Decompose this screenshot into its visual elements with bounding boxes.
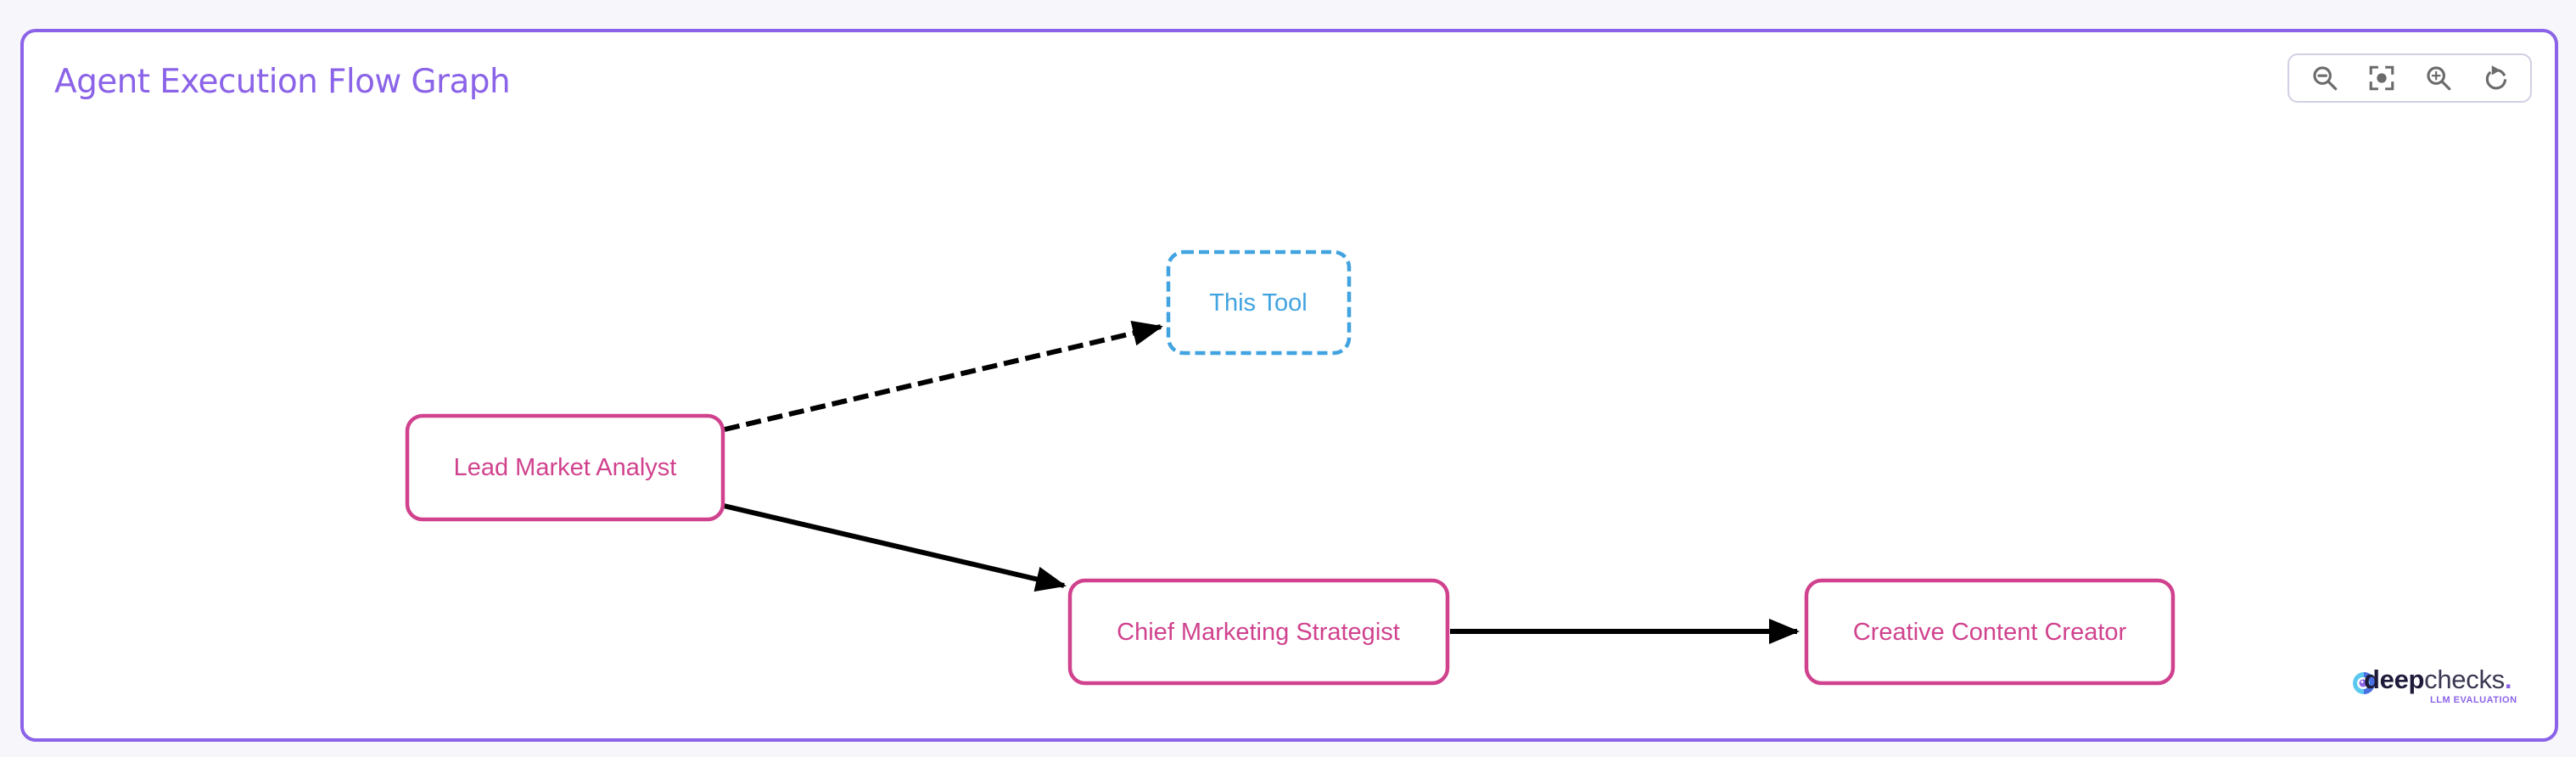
deepchecks-eye-icon	[2353, 672, 2375, 694]
panel-title: Agent Execution Flow Graph	[54, 63, 511, 101]
logo-word-deep: deep	[2364, 664, 2425, 694]
deepchecks-logo: deepchecks. LLM EVALUATION	[2335, 664, 2530, 709]
reset-rotate-icon	[2485, 65, 2506, 90]
logo-subtitle: LLM EVALUATION	[2430, 695, 2517, 705]
graph-toolbar	[2288, 53, 2532, 103]
edge-lead-to-tool	[724, 320, 1163, 432]
fit-view-button[interactable]	[2361, 58, 2402, 98]
node-label: Chief Marketing Strategist	[1117, 619, 1400, 646]
node-label: Creative Content Creator	[1853, 619, 2127, 646]
reset-button[interactable]	[2475, 58, 2516, 98]
node-label: Lead Market Analyst	[454, 454, 677, 481]
node-chief-marketing-strategist[interactable]: Chief Marketing Strategist	[1067, 578, 1450, 686]
focus-center-icon	[2369, 65, 2394, 91]
zoom-in-button[interactable]	[2418, 58, 2459, 98]
zoom-out-button[interactable]	[2304, 58, 2345, 98]
logo-wordmark: deepchecks.	[2364, 664, 2512, 695]
logo-word-checks: checks	[2424, 664, 2505, 694]
edge-lead-to-chief	[723, 503, 1067, 592]
logo-dot: .	[2504, 664, 2512, 694]
node-label: This Tool	[1209, 289, 1308, 317]
zoom-in-icon	[2426, 66, 2450, 91]
node-this-tool[interactable]: This Tool	[1166, 250, 1352, 356]
node-creative-content-creator[interactable]: Creative Content Creator	[1804, 578, 2176, 686]
zoom-out-icon	[2312, 66, 2337, 91]
node-lead-market-analyst[interactable]: Lead Market Analyst	[405, 413, 725, 522]
